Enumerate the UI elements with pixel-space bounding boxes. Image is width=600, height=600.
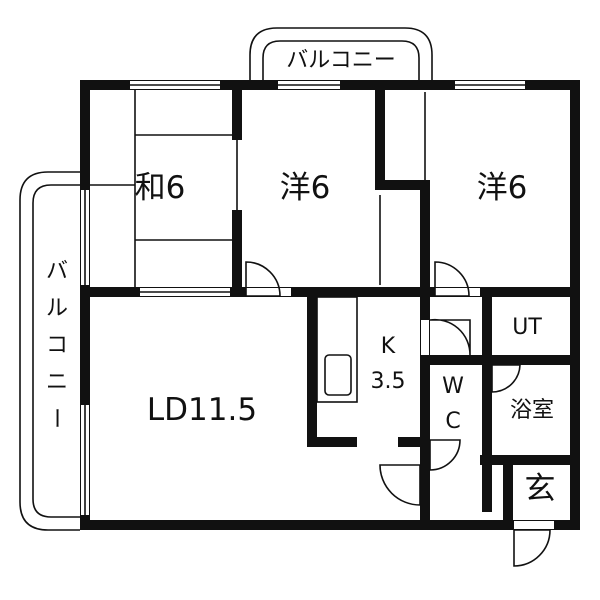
room-label-kitchen-size: 3.5 [371,369,406,394]
room-label-ld: LD11.5 [147,392,257,428]
room-label-entrance: 玄 [525,471,556,507]
balcony-left: バ ル コ ニ ー [19,171,80,531]
room-label-bath: 浴室 [510,398,554,423]
windows [81,81,525,515]
balcony-left-char-3: コ [46,333,68,358]
balcony-top: バルコニー [249,27,433,80]
balcony-left-char-2: ル [46,296,68,321]
room-label-washitsu: 和6 [135,170,186,206]
balcony-left-char-4: ニ [46,370,68,395]
room-label-ut: UT [512,315,542,340]
openings [140,92,554,529]
tatami-mats [90,90,232,287]
balcony-left-char-1: バ [46,259,68,284]
room-label-wc-w: W [442,374,464,399]
interior-walls [80,80,580,530]
room-label-wc-c: C [445,409,460,434]
room-label-youshitsu-left: 洋6 [280,170,331,206]
balcony-top-label: バルコニー [286,48,396,73]
kitchen-counter [316,296,358,403]
room-label-youshitsu-right: 洋6 [477,170,528,206]
room-label-kitchen: K [381,334,396,359]
door-swings [245,261,551,567]
balcony-left-char-5: ー [43,407,68,429]
